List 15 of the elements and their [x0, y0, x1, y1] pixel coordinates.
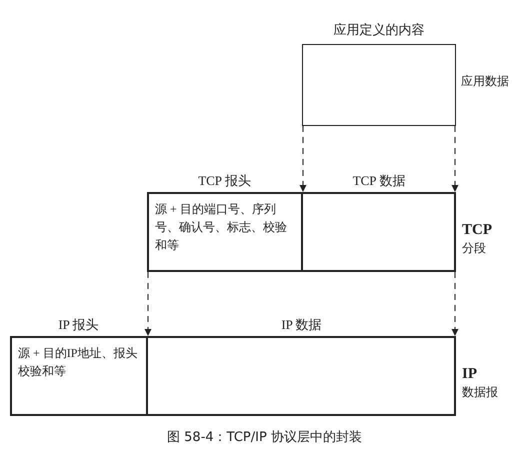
heading-label: IP 报头: [57, 317, 100, 333]
figure-caption: 图 58-4：TCP/IP 协议层中的封装: [166, 429, 363, 446]
dashed-arrow: [452, 272, 458, 336]
dashed-arrow: [144, 272, 152, 336]
layer-label: TCP 分段: [462, 220, 493, 257]
dashed-arrow: [452, 126, 458, 192]
heading-label: IP 数据: [280, 317, 323, 333]
field-description: 源 + 目的IP地址、报头校验和等: [18, 345, 138, 380]
dashed-arrow: [300, 126, 306, 192]
heading-label: 应用定义的内容: [332, 21, 426, 39]
layer-label: IP 数据报: [462, 364, 499, 401]
heading-label: TCP 数据: [352, 173, 406, 189]
layer-label: 应用数据: [461, 73, 510, 90]
heading-label: TCP 报头: [197, 173, 252, 189]
field-description: 源 + 目的端口号、序列号、确认号、标志、校验和等: [155, 201, 288, 254]
